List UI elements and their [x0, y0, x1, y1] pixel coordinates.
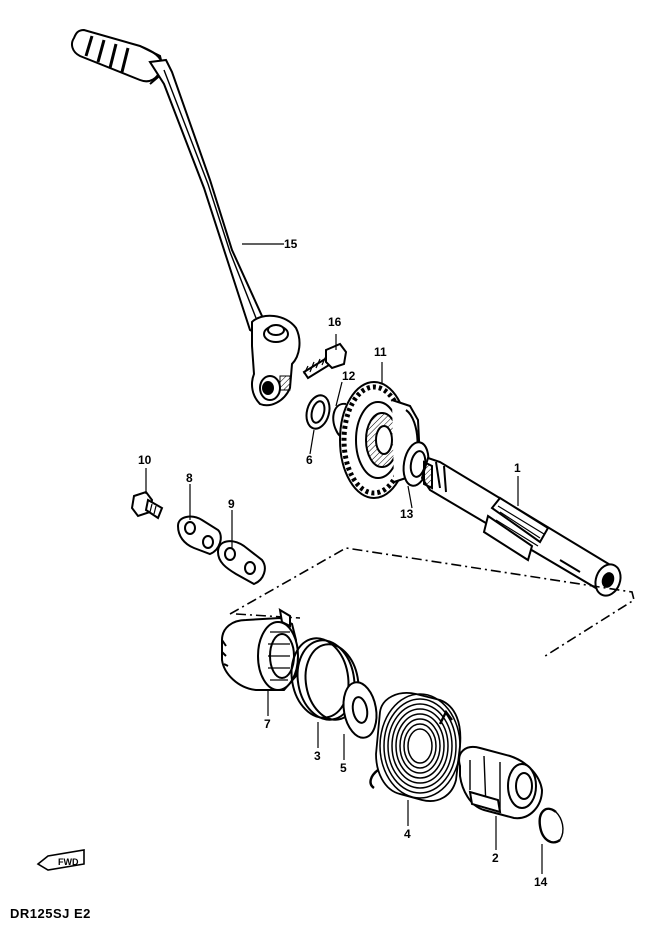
spring-guide — [458, 746, 544, 820]
callout-6: 6 — [306, 453, 313, 467]
leader-lines — [145, 243, 543, 874]
callout-5: 5 — [340, 761, 347, 775]
callout-12: 12 — [342, 369, 356, 383]
callout-4: 4 — [404, 827, 411, 841]
callout-1: 1 — [514, 461, 521, 475]
callout-9: 9 — [228, 497, 235, 511]
callout-16: 16 — [328, 315, 342, 329]
assembly-outline — [229, 547, 635, 659]
callout-7: 7 — [264, 717, 271, 731]
guide-bolt — [130, 490, 164, 520]
callout-14: 14 — [534, 875, 548, 889]
fwd-label: FWD — [58, 857, 79, 867]
callout-11: 11 — [374, 345, 387, 359]
callout-3: 3 — [314, 749, 321, 763]
callout-15: 15 — [284, 237, 298, 251]
kick-drive-gear — [221, 608, 299, 691]
kick-drive-spring — [290, 637, 360, 721]
lock-plate — [216, 540, 266, 586]
kick-starter-gear — [339, 381, 422, 499]
callout-10: 10 — [138, 453, 152, 467]
kick-starter-shaft — [420, 456, 622, 597]
spring-washer — [342, 681, 378, 739]
callout-2: 2 — [492, 851, 499, 865]
fwd-arrow-icon: FWD — [36, 849, 85, 871]
kick-lever-bolt — [302, 342, 348, 380]
guide-circlip — [538, 807, 564, 844]
shaft-washer — [305, 394, 331, 430]
callout-8: 8 — [186, 471, 193, 485]
callout-13: 13 — [400, 507, 414, 521]
model-code: DR125SJ E2 — [10, 906, 91, 921]
kick-return-spring — [369, 692, 462, 802]
kick-starter-lever — [71, 28, 301, 407]
kick-guide-plate — [176, 515, 222, 556]
